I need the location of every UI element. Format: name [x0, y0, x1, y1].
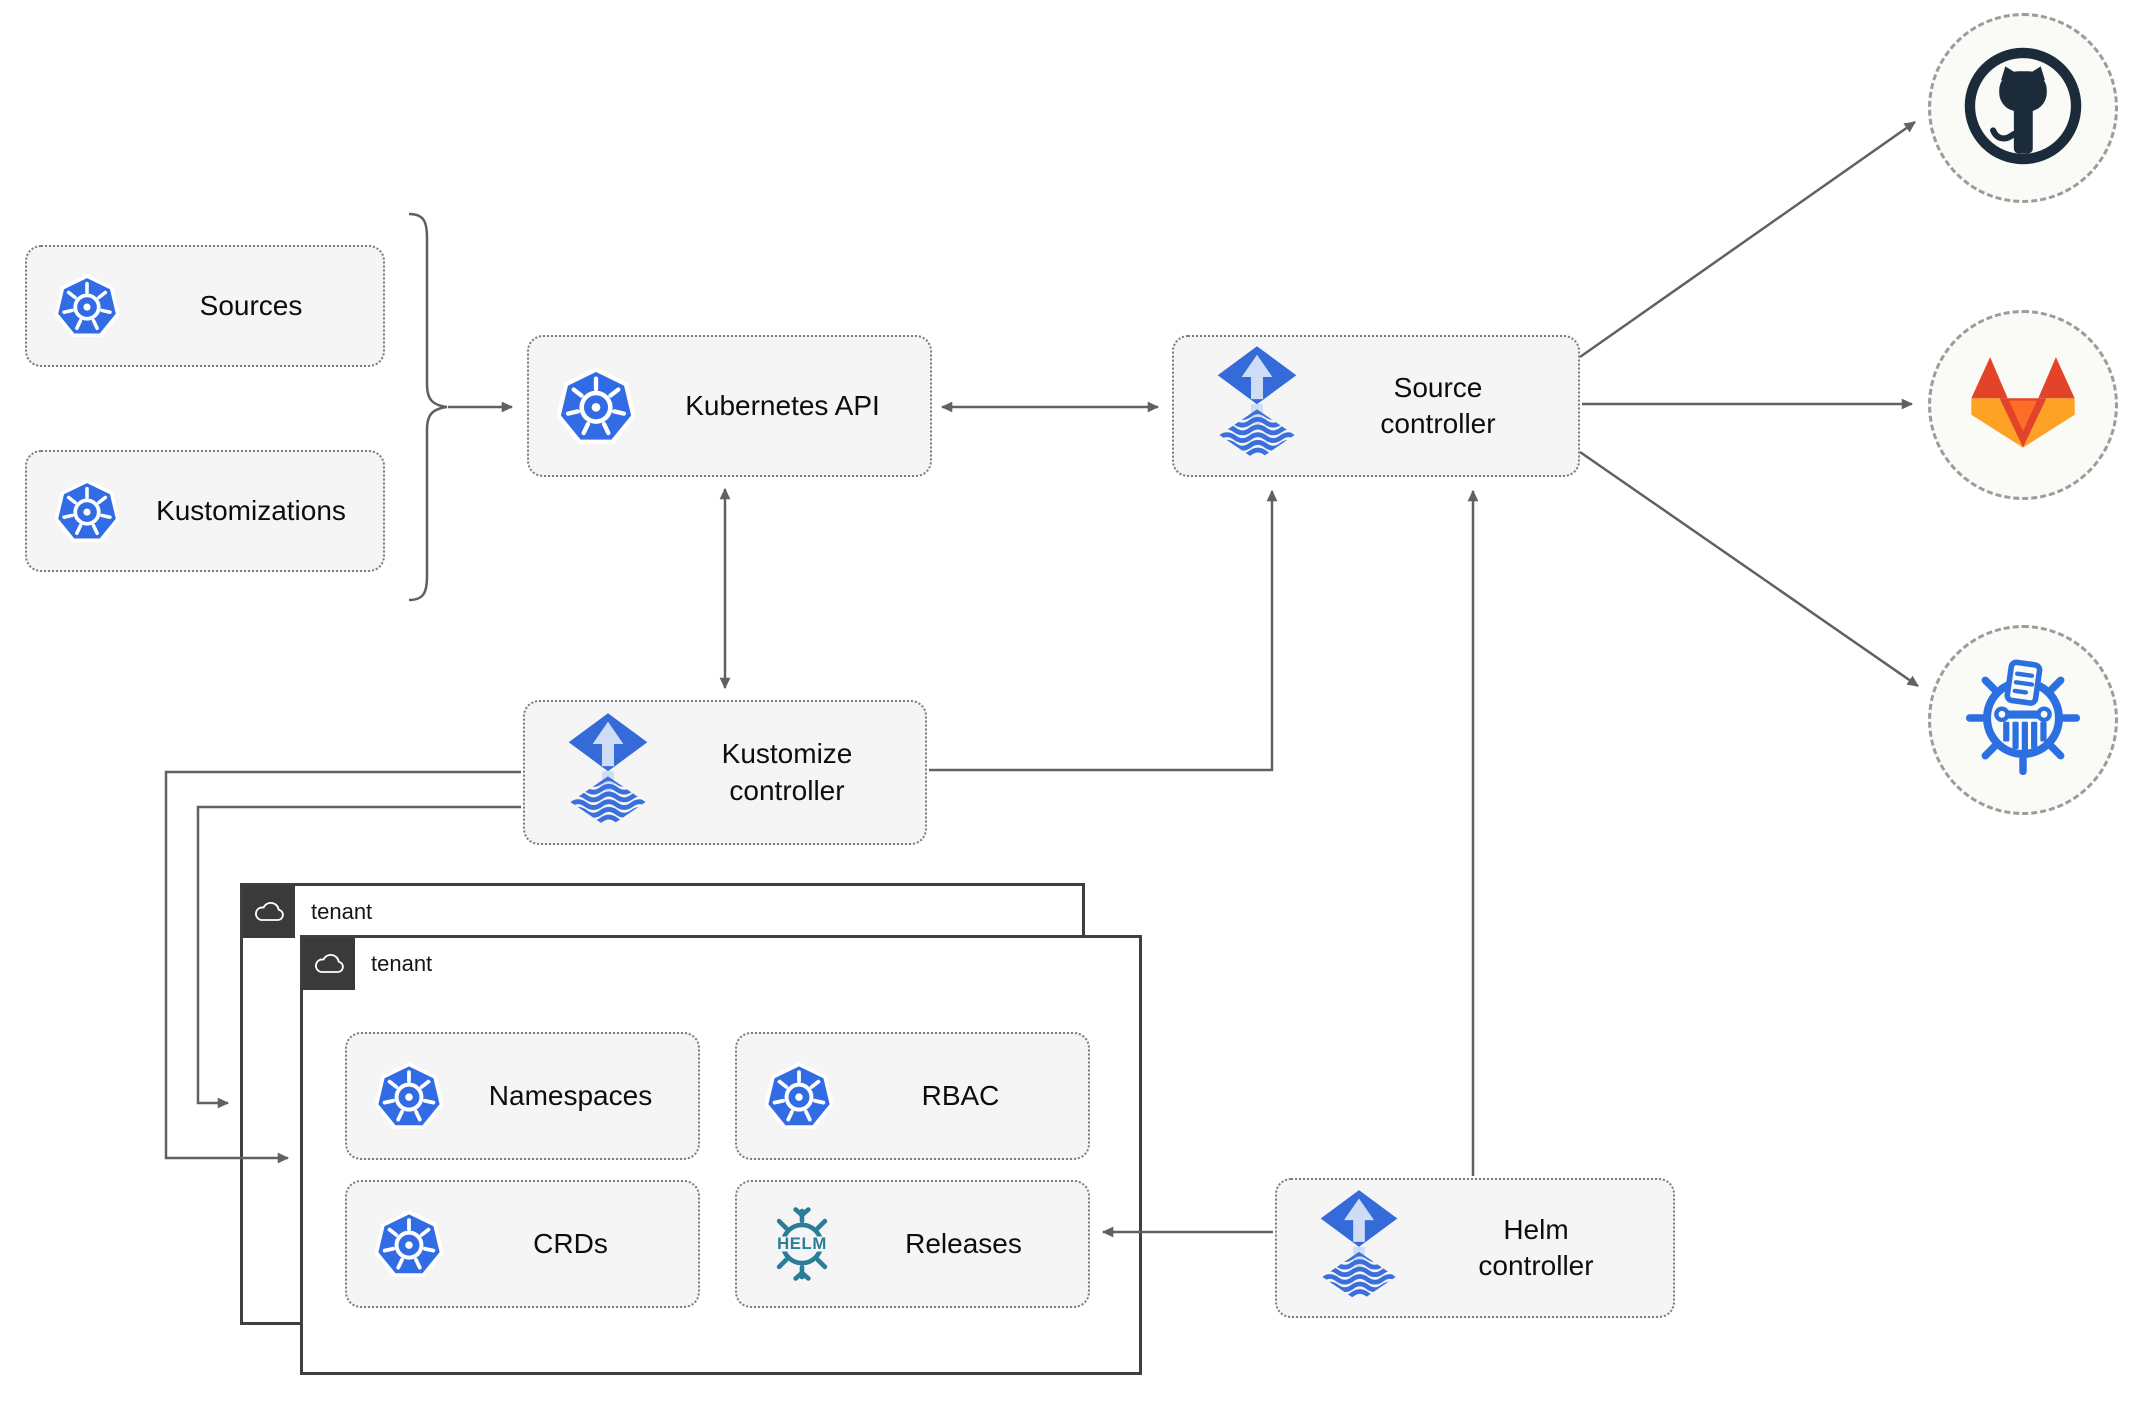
node-sources: Sources	[25, 245, 385, 367]
node-source-controller: Source controller	[1172, 335, 1580, 477]
remote-chart-repository	[1928, 625, 2118, 815]
edge-source-to-github	[1579, 120, 1916, 359]
node-label: RBAC	[921, 1079, 1000, 1111]
node-label: Kustomize controller	[721, 738, 853, 806]
kubernetes-icon	[375, 1210, 443, 1278]
kubernetes-icon	[557, 367, 635, 445]
node-namespaces: Namespaces	[345, 1032, 700, 1160]
helm-icon: HELM	[765, 1207, 839, 1281]
remote-gitlab	[1928, 310, 2118, 500]
kubernetes-icon	[55, 274, 119, 338]
gitlab-icon	[1964, 356, 2082, 455]
node-kustomize-controller: Kustomize controller	[523, 700, 927, 845]
cloud-icon	[303, 938, 355, 990]
node-label: Source controller	[1380, 371, 1496, 439]
kubernetes-icon	[55, 479, 119, 543]
chart-repository-icon	[1961, 656, 2085, 785]
node-label: CRDs	[533, 1227, 608, 1259]
node-kustomizations: Kustomizations	[25, 450, 385, 572]
github-icon	[1962, 45, 2084, 172]
node-label: Releases	[905, 1227, 1022, 1259]
flux-icon	[567, 713, 649, 833]
node-crds: CRDs	[345, 1180, 700, 1308]
node-label: Sources	[199, 289, 303, 321]
edge-source-to-chart-repository	[1579, 450, 1919, 688]
node-rbac: RBAC	[735, 1032, 1090, 1160]
node-label: Namespaces	[488, 1079, 653, 1111]
node-label: Kustomizations	[156, 494, 346, 526]
kubernetes-icon	[375, 1062, 443, 1130]
flux-icon	[1319, 1190, 1399, 1307]
edge-kustomize-to-source-controller	[929, 489, 1278, 772]
kubernetes-icon	[765, 1062, 833, 1130]
remote-github	[1928, 13, 2118, 203]
tenant-label: tenant	[371, 951, 433, 976]
node-releases: HELM Releases	[735, 1180, 1090, 1308]
node-helm-controller: Helm controller	[1275, 1178, 1675, 1318]
brace-sources-group	[408, 212, 448, 602]
cloud-icon	[243, 886, 295, 938]
tenant-label: tenant	[311, 899, 373, 924]
node-label: Kubernetes API	[685, 389, 880, 421]
node-label: Helm controller	[1478, 1213, 1594, 1281]
flux-icon	[1216, 346, 1298, 466]
helm-logo-text: HELM	[777, 1234, 827, 1253]
node-kubernetes-api: Kubernetes API	[527, 335, 932, 477]
